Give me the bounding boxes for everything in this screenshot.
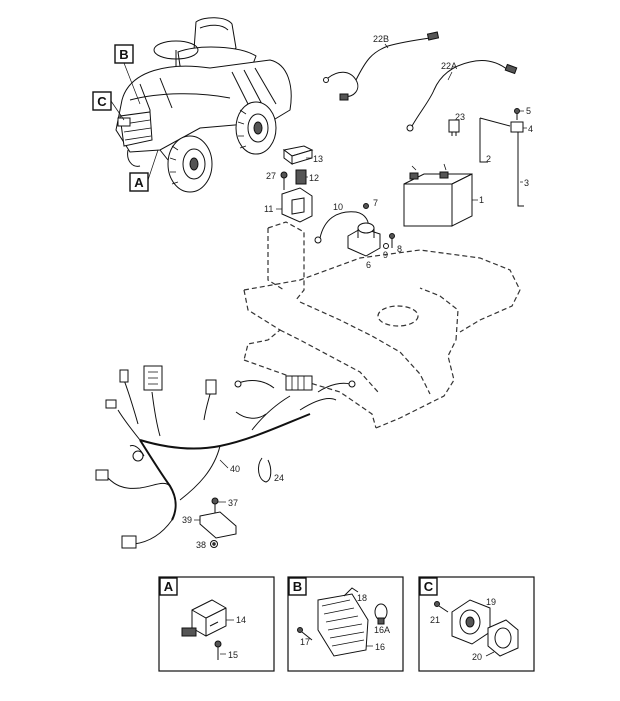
label-12: 12 [309, 173, 319, 183]
detail-b-label-16: 16 [375, 642, 385, 652]
detail-panel-c: C 19 20 21 [418, 576, 535, 672]
label-23: 23 [455, 112, 465, 122]
part-4-clamp: 4 [510, 121, 533, 134]
part-9-washer: 9 [383, 243, 389, 260]
callout-a-label: A [134, 175, 144, 190]
detail-panel-a: A 14 15 [158, 576, 275, 672]
label-2: 2 [486, 154, 491, 164]
part-39-bracket: 39 [182, 511, 237, 539]
tractor-illustration [115, 17, 292, 193]
detail-a-label-15: 15 [228, 650, 238, 660]
battery-part-1: 1 [403, 163, 484, 227]
detail-c-label-21: 21 [430, 615, 440, 625]
detail-panel-b: B 18 16A 17 16 [287, 576, 404, 672]
detail-a-label-14: 14 [236, 615, 246, 625]
part-8-bolt: 8 [389, 233, 402, 254]
wiring-harness-40: 40 [95, 365, 356, 549]
callout-a: A [129, 149, 159, 192]
part-23-relay: 23 [448, 112, 465, 136]
part-7-nut: 7 [363, 198, 378, 209]
detail-c-label-20: 20 [472, 652, 482, 662]
callout-b-label: B [119, 47, 128, 62]
detail-b-label-17: 17 [300, 637, 310, 647]
label-8: 8 [397, 244, 402, 254]
label-37: 37 [228, 498, 238, 508]
part-11-bracket: 11 [264, 187, 313, 223]
label-4: 4 [528, 124, 533, 134]
part-6-solenoid: 6 [347, 222, 381, 270]
part-38-washer: 38 [196, 540, 218, 550]
label-5: 5 [526, 106, 531, 116]
part-2-rod: 2 [479, 117, 511, 164]
label-39: 39 [182, 515, 192, 525]
callout-b: B [114, 44, 141, 105]
label-24: 24 [274, 473, 284, 483]
label-22b: 22B [373, 34, 389, 44]
label-7: 7 [373, 198, 378, 208]
label-6: 6 [366, 260, 371, 270]
label-38: 38 [196, 540, 206, 550]
part-3-rod: 3 [517, 132, 529, 207]
part-13-cover: 13 [282, 145, 323, 165]
label-1: 1 [479, 195, 484, 205]
label-27: 27 [266, 171, 276, 181]
detail-b-label-18: 18 [357, 593, 367, 603]
label-22a: 22A [441, 61, 457, 71]
detail-a-tag: A [164, 579, 174, 594]
battery-cable-22b: 22B [323, 31, 440, 101]
callout-c-label: C [97, 94, 107, 109]
label-13: 13 [313, 154, 323, 164]
label-10: 10 [333, 202, 343, 212]
callout-c: C [92, 91, 125, 121]
detail-b-tag: B [293, 579, 302, 594]
label-3: 3 [524, 178, 529, 188]
detail-b-label-16a: 16A [374, 625, 390, 635]
detail-c-label-19: 19 [486, 597, 496, 607]
detail-c-tag: C [424, 579, 434, 594]
tractor-frame-outline [243, 221, 521, 429]
part-5-screw: 5 [514, 106, 531, 120]
battery-cable-22a: 22A [406, 59, 518, 132]
label-40: 40 [230, 464, 240, 474]
part-27-screw: 27 [266, 171, 288, 190]
part-24-loop: 24 [258, 457, 284, 483]
label-11: 11 [264, 204, 273, 214]
